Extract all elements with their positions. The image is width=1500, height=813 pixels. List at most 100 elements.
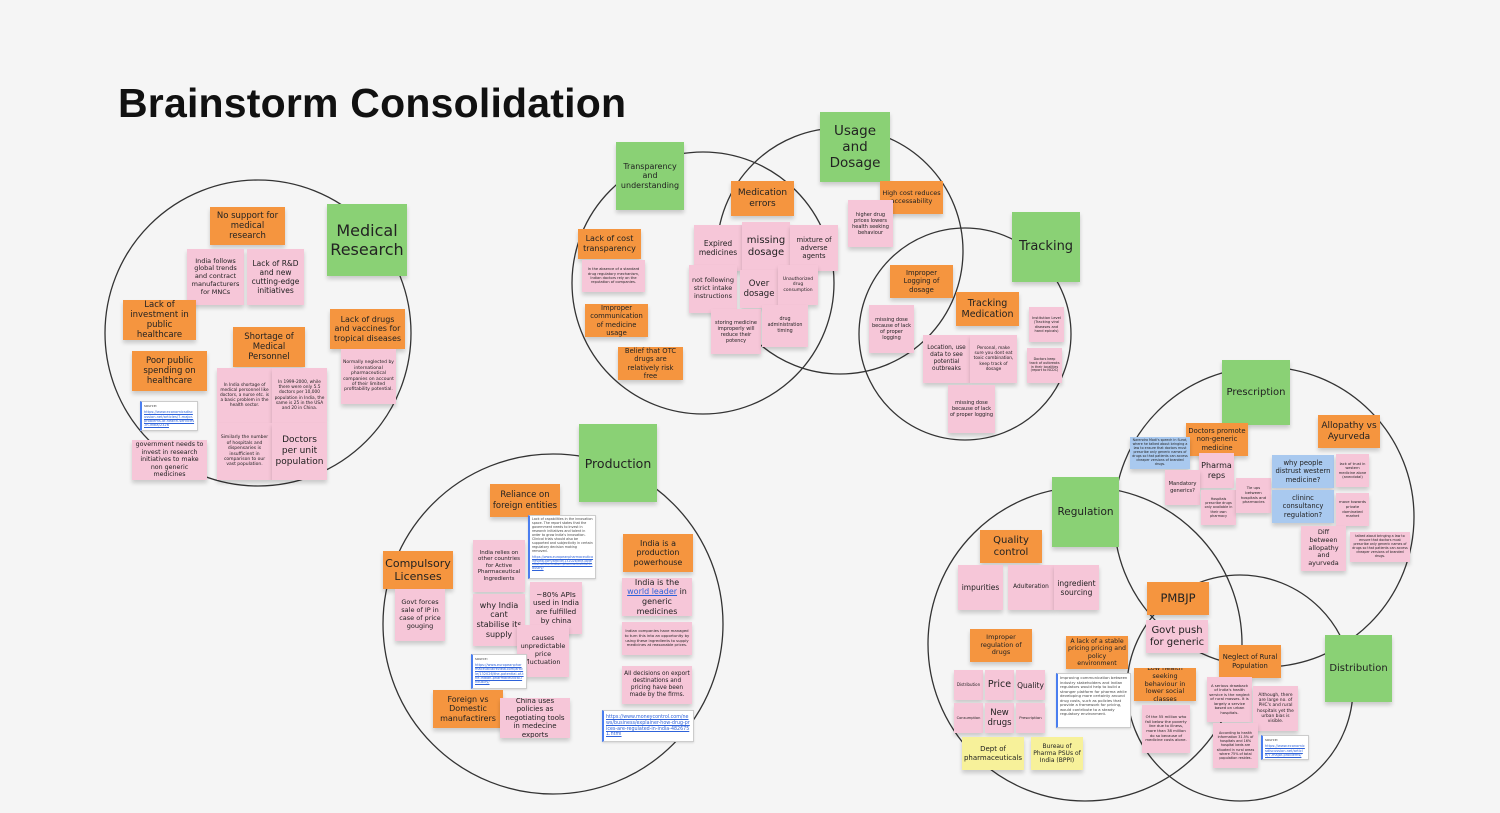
sticky-note-india-follows[interactable]: India follows global trends and contract… — [187, 249, 244, 305]
sticky-note-rural-drawback[interactable]: A serious drawback of India's health ser… — [1207, 677, 1252, 722]
source-card-moneycontrol[interactable]: https://www.moneycontrol.com/news/busine… — [602, 710, 694, 742]
sticky-note-improper-logging[interactable]: Improper Logging of dosage — [890, 265, 953, 298]
sticky-note-personal[interactable]: Personal, make sure you dont eat toxic c… — [970, 335, 1017, 383]
source-card-rural-source[interactable]: source:https://www.economicsdiscussion.n… — [1261, 735, 1309, 760]
sticky-note-shortage[interactable]: Shortage of Medical Personnel — [233, 327, 305, 367]
sticky-note-indian-companies[interactable]: Indian companies have managed to turn th… — [622, 622, 692, 655]
sticky-note-tropical[interactable]: Lack of drugs and vaccines for tropical … — [330, 309, 405, 349]
sticky-note-med-title[interactable]: Medical Research — [327, 204, 407, 276]
sticky-note-reg-title[interactable]: Regulation — [1052, 477, 1119, 547]
sticky-note-quality-control[interactable]: Quality control — [980, 530, 1042, 563]
sticky-note-poverty-stat[interactable]: Of the 55 million who fall below the pov… — [1142, 705, 1190, 753]
sticky-note-pharma-reps[interactable]: Pharma reps — [1199, 453, 1234, 488]
sticky-note-modi-speech[interactable]: Narendra Modi's speech in Surat, where h… — [1130, 437, 1190, 469]
sticky-note-tracking-title[interactable]: Tracking — [1012, 212, 1080, 282]
sticky-note-lack-invest[interactable]: Lack of investment in public healthcare — [123, 300, 196, 340]
sticky-note-improper-reg[interactable]: Improper regulation of drugs — [970, 629, 1032, 662]
sticky-note-govt-push[interactable]: Govt push for generic — [1146, 620, 1208, 653]
sticky-note-reg-price[interactable]: Price — [985, 670, 1014, 700]
sticky-note-api-relies[interactable]: India relies on other countries for Acti… — [473, 540, 525, 592]
sticky-note-china-policies[interactable]: China uses policies as negotiating tools… — [500, 698, 570, 738]
sticky-note-mixture[interactable]: mixture of adverse agents — [790, 225, 838, 271]
sticky-note-unauthorized[interactable]: Unauthorized drug consumption — [778, 265, 818, 305]
sticky-note-cost-detail[interactable]: In the absence of a standard drug regula… — [582, 260, 645, 292]
sticky-note-adulteration[interactable]: Adulteration — [1008, 565, 1054, 610]
world-leader-link[interactable]: world leader — [627, 587, 678, 597]
source-link[interactable]: https://www.europeanpharmaceuticalreview… — [532, 554, 594, 571]
sticky-note-hospitals-own[interactable]: Hospitals prescribe drugs only available… — [1201, 490, 1236, 525]
source-link[interactable]: https://www.economicsdiscussion.net/arti… — [144, 410, 195, 428]
sticky-note-clinic-reg[interactable]: clininc consultancy regulation? — [1272, 490, 1334, 523]
sticky-note-doctors-track[interactable]: Doctors keep track of outbreaks in their… — [1027, 348, 1062, 383]
sticky-note-storing[interactable]: storing medicine improperly will reduce … — [711, 309, 761, 354]
sticky-note-reg-quality[interactable]: Quality — [1016, 670, 1045, 700]
sticky-note-missing-dosage[interactable]: missing dosage — [742, 222, 790, 272]
sticky-note-reg-newdrugs[interactable]: New drugs — [985, 703, 1014, 733]
sticky-note-shortage-detail[interactable]: In India shortage of medical personnel l… — [217, 368, 272, 423]
source-card-innovation-card[interactable]: Lack of capabilities in the innovation s… — [528, 515, 596, 579]
sticky-note-govt-forces[interactable]: Govt forces sale of IP in case of price … — [395, 589, 445, 641]
sticky-note-doctors-stat[interactable]: In 1999-2000, while there were only 5.5 … — [272, 368, 327, 423]
sticky-note-missing-dose2[interactable]: missing dose because of lack of proper l… — [948, 385, 995, 433]
source-card-improving-card[interactable]: Improving communication between industry… — [1056, 673, 1131, 728]
sticky-note-doctors-promote[interactable]: Doctors promote non-generic medicine — [1186, 423, 1248, 456]
source-card-prod-source[interactable]: source:https://www.europeanpharmaceutica… — [471, 654, 527, 689]
sticky-note-tieups[interactable]: Tie ups between hospitals and pharmacies — [1236, 478, 1271, 513]
sticky-note-mandatory[interactable]: Mandatory generics? — [1165, 470, 1200, 505]
sticky-note-otc[interactable]: Belief that OTC drugs are relatively ris… — [618, 347, 683, 380]
sticky-note-why-india[interactable]: why India cant stabilise its supply — [473, 594, 525, 646]
sticky-note-reg-distribution[interactable]: Distribution — [954, 670, 983, 700]
sticky-note-tracking-med[interactable]: Tracking Medication — [956, 292, 1019, 326]
sticky-note-private-market[interactable]: move towards private dominated market — [1336, 493, 1369, 526]
sticky-note-cost-transp[interactable]: Lack of cost transparency — [578, 229, 641, 259]
sticky-note-reg-consumption[interactable]: Consumption — [954, 703, 983, 733]
sticky-note-location[interactable]: Location, use data to see potential outb… — [923, 335, 970, 383]
sticky-note-higher-prices[interactable]: higher drug prices lowers health seeking… — [848, 200, 893, 247]
sticky-note-admin-timing[interactable]: drug administration timing — [762, 305, 808, 347]
sticky-note-world-leader[interactable]: India is the world leader in generic med… — [622, 578, 692, 616]
sticky-note-powerhouse[interactable]: India is a production powerhouse — [623, 534, 693, 572]
sticky-note-no-support[interactable]: No support for medical research — [210, 207, 285, 245]
sticky-note-stable-pricing[interactable]: A lack of a stable pricing pricing and p… — [1066, 636, 1128, 669]
sticky-note-not-following[interactable]: not following strict intake instructions — [689, 265, 737, 313]
sticky-note-improper-comm[interactable]: Improper communication of medicine usage — [585, 304, 648, 337]
sticky-note-transp-title[interactable]: Transparency and understanding — [616, 142, 684, 210]
sticky-note-low-health[interactable]: Low health seeking behaviour in lower so… — [1134, 668, 1196, 701]
sticky-note-ingredient[interactable]: ingredient sourcing — [1054, 565, 1099, 610]
sticky-note-presc-title[interactable]: Prescription — [1222, 360, 1290, 425]
sticky-note-compulsory[interactable]: Compulsory Licenses — [383, 551, 453, 589]
sticky-note-prod-title[interactable]: Production — [579, 424, 657, 502]
sticky-note-distrust[interactable]: why people distrust western medicine? — [1272, 455, 1334, 488]
sticky-note-reg-prescription[interactable]: Prescription — [1016, 703, 1045, 733]
sticky-note-impurities[interactable]: impurities — [958, 565, 1003, 610]
sticky-note-med-errors[interactable]: Medication errors — [731, 181, 794, 216]
source-link[interactable]: https://www.moneycontrol.com/news/busine… — [606, 715, 690, 738]
sticky-note-govt-invest[interactable]: government needs to invest in research i… — [132, 440, 207, 480]
sticky-note-allopathy[interactable]: Allopathy vs Ayurveda — [1318, 415, 1380, 448]
source-card-med-source[interactable]: source:https://www.economicsdiscussion.n… — [140, 401, 198, 431]
sticky-note-rural-stat[interactable]: According to health information 31.5% of… — [1213, 723, 1258, 768]
sticky-note-rural[interactable]: Neglect of Rural Population — [1219, 645, 1281, 678]
sticky-note-bppi[interactable]: Bureau of Pharma PSUs of India (BPPI) — [1031, 737, 1083, 770]
sticky-note-rural-phc[interactable]: Although, there are large no. of PHC's a… — [1253, 686, 1298, 731]
sticky-note-export-decisions[interactable]: All decisions on export destinations and… — [622, 666, 692, 704]
sticky-note-lack-trust[interactable]: lack of trust in western medicine alone … — [1336, 454, 1369, 487]
sticky-note-diff-allo[interactable]: Diff between allopathy and ayurveda — [1301, 526, 1346, 571]
source-link[interactable]: https://www.economicsdiscussion.net/arti… — [1265, 744, 1305, 757]
sticky-note-neglected[interactable]: Normally neglected by international phar… — [341, 349, 396, 404]
sticky-note-foreign-domestic[interactable]: Foreign vs Domestic manufactirers — [433, 690, 503, 728]
sticky-note-institution[interactable]: Institution Level (Tracking viral diseas… — [1029, 307, 1064, 342]
sticky-note-dist-title[interactable]: Distribution — [1325, 635, 1392, 702]
sticky-note-expired[interactable]: Expired medicines — [694, 225, 742, 271]
sticky-note-lack-rd[interactable]: Lack of R&D and new cutting-edge initiat… — [247, 249, 304, 305]
sticky-note-hospitals-detail[interactable]: Similarly the number of hospitals and di… — [217, 423, 272, 480]
sticky-note-usage-title[interactable]: Usage and Dosage — [820, 112, 890, 182]
sticky-note-dept-pharma[interactable]: Dept of pharmaceuticals — [962, 737, 1024, 770]
sticky-note-law-talk[interactable]: talked about bringing a law to ensure th… — [1350, 532, 1410, 562]
sticky-note-doctors-unit[interactable]: Doctors per unit population — [272, 423, 327, 480]
sticky-note-missing-dose1[interactable]: missing dose because of lack of proper l… — [869, 305, 914, 353]
sticky-note-over-dosage[interactable]: Over dosage — [740, 270, 778, 308]
source-link[interactable]: https://www.europeanpharmaceuticalreview… — [475, 663, 524, 684]
sticky-note-reliance[interactable]: Reliance on foreign entities — [490, 484, 560, 517]
sticky-note-poor-spending[interactable]: Poor public spending on healthcare — [132, 351, 207, 391]
